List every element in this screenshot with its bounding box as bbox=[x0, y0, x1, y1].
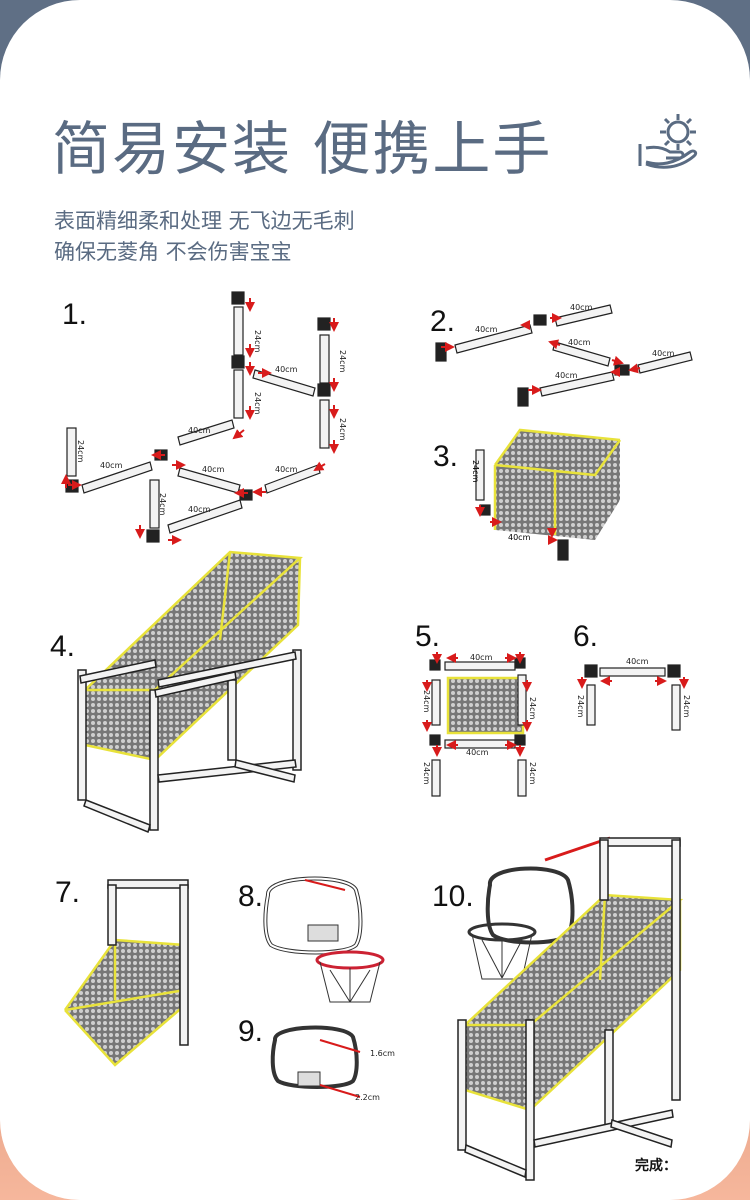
svg-text:24cm: 24cm bbox=[576, 695, 585, 718]
step-7-label: 7. bbox=[55, 876, 81, 909]
svg-text:40cm: 40cm bbox=[555, 371, 578, 380]
step-5-label: 5. bbox=[415, 620, 441, 653]
svg-text:24cm: 24cm bbox=[422, 690, 431, 713]
step-4-label: 4. bbox=[50, 630, 76, 663]
svg-text:24cm: 24cm bbox=[253, 392, 262, 415]
svg-text:40cm: 40cm bbox=[626, 657, 649, 666]
step-1-label: 1. bbox=[62, 298, 88, 331]
svg-text:24cm: 24cm bbox=[682, 695, 691, 718]
done-label: 完成： bbox=[635, 1158, 677, 1174]
step-4-diagram bbox=[77, 550, 303, 834]
svg-text:24cm: 24cm bbox=[528, 697, 537, 720]
step-8-label: 8. bbox=[238, 880, 264, 913]
svg-text:1.6cm: 1.6cm bbox=[370, 1049, 395, 1058]
svg-text:40cm: 40cm bbox=[188, 426, 211, 435]
svg-text:40cm: 40cm bbox=[570, 303, 593, 312]
page-title: 简易安装 便携上手 bbox=[52, 115, 553, 183]
step-2-arrows bbox=[441, 313, 641, 395]
svg-text:40cm: 40cm bbox=[275, 365, 298, 374]
svg-text:24cm: 24cm bbox=[338, 350, 347, 373]
subtitle-line-1: 表面精细柔和处理 无飞边无毛刺 bbox=[54, 209, 355, 233]
gear-hand-icon bbox=[638, 114, 698, 169]
svg-text:40cm: 40cm bbox=[652, 349, 675, 358]
step-2-label: 2. bbox=[430, 305, 456, 338]
svg-text:24cm: 24cm bbox=[422, 762, 431, 785]
step-1-dims: 24cm 24cm 24cm 24cm 24cm 24cm 40cm 40cm 4… bbox=[76, 330, 347, 516]
step-10-label: 10. bbox=[432, 880, 474, 913]
svg-text:40cm: 40cm bbox=[475, 325, 498, 334]
step-6-label: 6. bbox=[573, 620, 599, 653]
svg-text:40cm: 40cm bbox=[275, 465, 298, 474]
step-10-diagram bbox=[457, 836, 684, 1181]
subtitle-line-2: 确保无菱角 不会伤害宝宝 bbox=[54, 240, 292, 264]
step-2-dims: 40cm 40cm 40cm 40cm 40cm bbox=[475, 303, 675, 380]
step-2-diagram bbox=[435, 304, 693, 407]
svg-text:24cm: 24cm bbox=[528, 762, 537, 785]
step-9-label: 9. bbox=[238, 1015, 264, 1048]
svg-text:24cm: 24cm bbox=[76, 440, 85, 463]
step-5-diagram: 40cm 40cm 24cm 24cm 24cm 24cm bbox=[422, 652, 537, 797]
svg-text:40cm: 40cm bbox=[188, 505, 211, 514]
svg-text:2.2cm: 2.2cm bbox=[355, 1093, 380, 1102]
svg-text:24cm: 24cm bbox=[338, 418, 347, 441]
svg-text:24cm: 24cm bbox=[158, 493, 167, 516]
svg-text:40cm: 40cm bbox=[508, 533, 531, 542]
svg-text:40cm: 40cm bbox=[470, 653, 493, 662]
svg-text:24cm: 24cm bbox=[471, 460, 480, 483]
svg-text:40cm: 40cm bbox=[466, 748, 489, 757]
step-3-diagram: 24cm 40cm bbox=[471, 428, 622, 561]
step-6-diagram: 40cm 24cm 24cm bbox=[576, 657, 691, 731]
svg-text:40cm: 40cm bbox=[202, 465, 225, 474]
step-7-diagram bbox=[63, 879, 189, 1067]
step-9-diagram: 1.6cm 2.2cm bbox=[270, 1025, 395, 1102]
step-1-arrows bbox=[61, 298, 339, 545]
svg-text:40cm: 40cm bbox=[568, 338, 591, 347]
step-8-diagram bbox=[263, 876, 385, 1003]
step-3-label: 3. bbox=[433, 440, 459, 473]
svg-text:40cm: 40cm bbox=[100, 461, 123, 470]
svg-text:24cm: 24cm bbox=[253, 330, 262, 353]
